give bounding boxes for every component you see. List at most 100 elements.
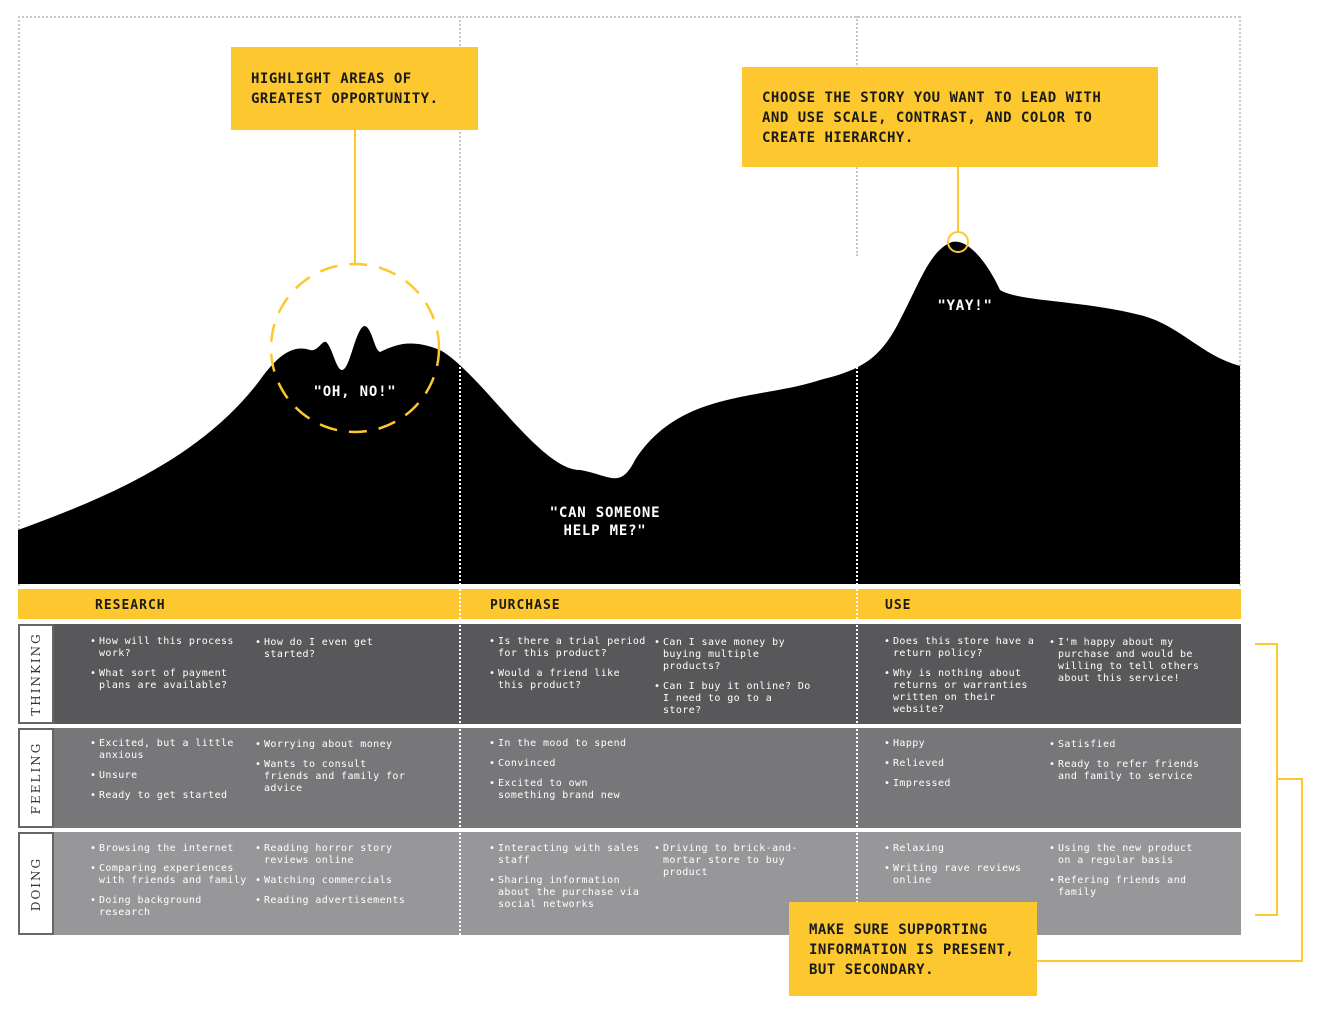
list-item: Would a friend like this product?: [489, 668, 647, 692]
list-item: Reading advertisements: [255, 895, 413, 907]
list-item: Worrying about money: [255, 739, 413, 751]
cell-list: Worrying about moneyWants to consult fri…: [255, 739, 413, 795]
cell-doing-6: Using the new product on a regular basis…: [1049, 843, 1207, 907]
row-label-thinking-text: THINKING: [29, 632, 43, 716]
callout-opportunity-line-1: HIGHLIGHT AREAS OF: [251, 71, 412, 87]
list-item: Can I buy it online? Do I need to go to …: [654, 681, 812, 717]
opportunity-highlight: [269, 130, 969, 434]
list-item: Why is nothing about returns or warranti…: [884, 668, 1042, 716]
cell-doing-3: Interacting with sales staffSharing info…: [489, 843, 647, 919]
list-item: Convinced: [489, 758, 647, 770]
callout-supporting: MAKE SURE SUPPORTING INFORMATION IS PRES…: [789, 902, 1037, 996]
list-item: Excited to own something brand new: [489, 778, 647, 802]
list-item: Sharing information about the purchase v…: [489, 875, 647, 911]
list-item: Reading horror story reviews online: [255, 843, 413, 867]
bracket-connector-bottom: [1036, 960, 1303, 962]
callout-supporting-line-3: BUT SECONDARY.: [809, 962, 935, 978]
cell-thinking-3: Is there a trial period for this product…: [489, 636, 647, 700]
callout-story-line-1: CHOOSE THE STORY YOU WANT TO LEAD WITH: [762, 90, 1102, 106]
divider-research-purchase-curve: [459, 360, 461, 588]
quote-yay: "YAY!": [937, 298, 993, 314]
bracket-connector-v: [1301, 778, 1303, 961]
list-item: In the mood to spend: [489, 738, 647, 750]
list-item: Happy: [884, 738, 1042, 750]
frame-left-line: [18, 16, 20, 586]
cell-list: How do I even get started?: [255, 637, 413, 661]
cell-feeling-6: SatisfiedReady to refer friends and fami…: [1049, 739, 1207, 791]
list-item: Using the new product on a regular basis: [1049, 843, 1207, 867]
list-item: Impressed: [884, 778, 1042, 790]
opportunity-circle: [269, 262, 441, 434]
list-item: Satisfied: [1049, 739, 1207, 751]
cell-list: Can I save money by buying multiple prod…: [654, 637, 812, 717]
cell-list: Using the new product on a regular basis…: [1049, 843, 1207, 899]
cell-thinking-4: Can I save money by buying multiple prod…: [654, 637, 812, 725]
list-item: Ready to refer friends and family to ser…: [1049, 759, 1207, 783]
list-item: Browsing the internet: [90, 843, 248, 855]
cell-list: Does this store have a return policy? Why…: [884, 636, 1042, 716]
cell-list: Excited, but a little anxiousUnsureReady…: [90, 738, 248, 802]
emotion-curve: [18, 241, 1240, 584]
cell-list: Browsing the internetComparing experienc…: [90, 843, 248, 919]
callout-opportunity: HIGHLIGHT AREAS OF GREATEST OPPORTUNITY.: [231, 47, 478, 130]
list-item: Relaxing: [884, 843, 1042, 855]
callout-story: CHOOSE THE STORY YOU WANT TO LEAD WITH A…: [742, 67, 1158, 167]
list-item: Relieved: [884, 758, 1042, 770]
list-item: Interacting with sales staff: [489, 843, 647, 867]
divider-research-purchase-table: [459, 589, 461, 935]
divider-research-purchase-top: [459, 16, 461, 366]
list-item: Driving to brick-and-mortar store to buy…: [654, 843, 812, 879]
cell-thinking-1: How will this process work? What sort of …: [90, 636, 248, 700]
stage-label-use: USE: [885, 598, 912, 613]
row-label-doing: DOING: [18, 832, 54, 935]
cell-list: I'm happy about my purchase and would be…: [1049, 637, 1207, 685]
cell-doing-2: Reading horror story reviews onlineWatch…: [255, 843, 413, 915]
list-item: Does this store have a return policy?: [884, 636, 1042, 660]
list-item: Is there a trial period for this product…: [489, 636, 647, 660]
row-label-thinking: THINKING: [18, 624, 54, 724]
stage-label-research: RESEARCH: [95, 598, 166, 613]
row-label-feeling: FEELING: [18, 728, 54, 828]
cell-feeling-5: HappyRelievedImpressed: [884, 738, 1042, 798]
callout-supporting-line-1: MAKE SURE SUPPORTING: [809, 922, 988, 938]
list-item: Doing background research: [90, 895, 248, 919]
cell-list: Driving to brick-and-mortar store to buy…: [654, 843, 812, 879]
callout-story-line-2: AND USE SCALE, CONTRAST, AND COLOR TO: [762, 110, 1093, 126]
cell-thinking-5: Does this store have a return policy? Why…: [884, 636, 1042, 724]
emotion-curve-shape: [18, 241, 1240, 584]
list-item: What sort of payment plans are available…: [90, 668, 248, 692]
row-label-doing-text: DOING: [29, 856, 43, 911]
divider-purchase-use-table: [856, 589, 858, 935]
bracket-connector-h: [1276, 778, 1303, 780]
list-item: Watching commercials: [255, 875, 413, 887]
list-item: Wants to consult friends and family for …: [255, 759, 413, 795]
quote-help-line-1: "CAN SOMEONE: [549, 505, 661, 521]
cell-list: SatisfiedReady to refer friends and fami…: [1049, 739, 1207, 783]
divider-purchase-use-curve: [856, 260, 858, 588]
quote-oh-no: "OH, NO!": [313, 384, 397, 400]
frame-top-line: [18, 16, 1240, 18]
cell-list: HappyRelievedImpressed: [884, 738, 1042, 790]
callout-opportunity-line-2: GREATEST OPPORTUNITY.: [251, 91, 439, 107]
list-item: How will this process work?: [90, 636, 248, 660]
callout-supporting-line-2: INFORMATION IS PRESENT,: [809, 942, 1015, 958]
stage-bar: [18, 589, 1241, 619]
supporting-bracket: [1255, 643, 1278, 916]
list-item: Ready to get started: [90, 790, 248, 802]
stage-label-purchase: PURCHASE: [490, 598, 561, 613]
cell-list: Reading horror story reviews onlineWatch…: [255, 843, 413, 907]
list-item: Unsure: [90, 770, 248, 782]
list-item: Refering friends and family: [1049, 875, 1207, 899]
quote-help: "CAN SOMEONE HELP ME?": [530, 504, 680, 540]
list-item: How do I even get started?: [255, 637, 413, 661]
cell-list: RelaxingWriting rave reviews online: [884, 843, 1042, 887]
frame-right-line: [1239, 16, 1241, 586]
cell-feeling-3: In the mood to spendConvincedExcited to …: [489, 738, 647, 810]
cell-thinking-2: How do I even get started?: [255, 637, 413, 669]
cell-doing-1: Browsing the internetComparing experienc…: [90, 843, 248, 927]
row-label-feeling-text: FEELING: [29, 741, 43, 815]
list-item: Excited, but a little anxious: [90, 738, 248, 762]
story-peak-circle: [947, 231, 969, 253]
cell-doing-4: Driving to brick-and-mortar store to buy…: [654, 843, 812, 887]
cell-list: Interacting with sales staffSharing info…: [489, 843, 647, 911]
